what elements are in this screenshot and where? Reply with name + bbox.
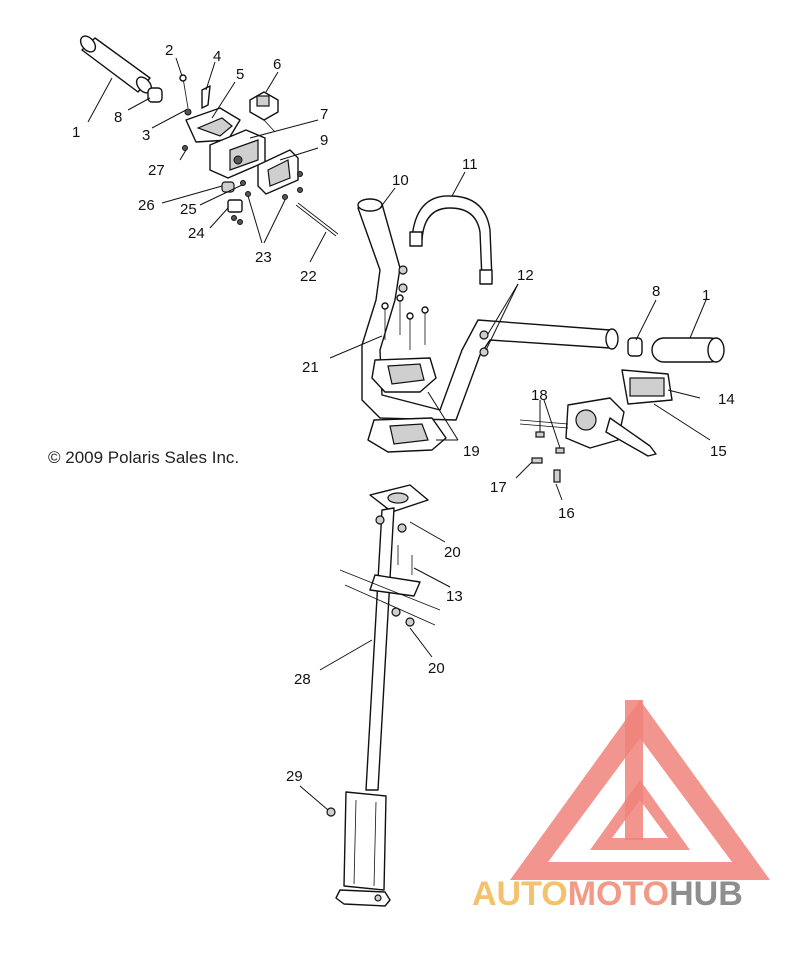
callout-4: 4 (213, 48, 221, 65)
callout-24: 24 (188, 225, 205, 242)
washer-3 (184, 108, 192, 116)
callout-6: 6 (273, 56, 281, 73)
callouts: 1 8 3 2 4 5 6 7 9 27 26 25 24 23 22 10 1… (72, 42, 735, 785)
callout-2: 2 (165, 42, 173, 59)
bolts-13 (397, 545, 413, 575)
right-end-plug (627, 337, 643, 357)
brake-master-cylinder (519, 397, 657, 457)
callout-20-upper: 20 (444, 544, 461, 561)
callout-27: 27 (148, 162, 165, 179)
nuts-20 (375, 515, 415, 627)
callout-16: 16 (558, 505, 575, 522)
right-grip (651, 337, 725, 363)
steering-bracket-lines (339, 569, 441, 626)
brake-reservoir-cover (621, 369, 673, 405)
left-end-plug (147, 87, 163, 103)
bolt-2 (179, 74, 189, 109)
callout-14: 14 (718, 391, 735, 408)
steering-top-plate (369, 484, 429, 513)
callout-8-left: 8 (114, 109, 122, 126)
callout-7: 7 (320, 106, 328, 123)
lower-clamp (367, 417, 447, 453)
crossbar-pad (409, 195, 493, 285)
callout-13: 13 (446, 588, 463, 605)
callout-19: 19 (463, 443, 480, 460)
callout-9: 9 (320, 132, 328, 149)
callout-26: 26 (138, 197, 155, 214)
throttle-cable (295, 204, 337, 237)
upper-clamp (371, 357, 437, 393)
copyright-text: © 2009 Polaris Sales Inc. (48, 448, 239, 467)
callout-25: 25 (180, 201, 197, 218)
watermark-logo: AUTOMOTOHUB (472, 700, 770, 913)
throttle-clamp (185, 107, 241, 143)
callout-20-lower: 20 (428, 660, 445, 677)
callout-21: 21 (302, 359, 319, 376)
callout-8-right: 8 (652, 283, 660, 300)
leader-lines (87, 57, 711, 811)
switch-6 (249, 91, 279, 133)
steering-post (365, 507, 421, 791)
callout-3: 3 (142, 127, 150, 144)
nut-29 (326, 807, 336, 817)
brake-screws (531, 431, 565, 483)
callout-12: 12 (517, 267, 534, 284)
cover-plate (257, 149, 299, 195)
watermark-text-auto: AUTOMOTOHUB (472, 875, 743, 913)
callout-17: 17 (490, 479, 507, 496)
callout-22: 22 (300, 268, 317, 285)
throttle-housing (209, 129, 266, 179)
handlebar (357, 198, 619, 421)
callout-1-left: 1 (72, 124, 80, 141)
left-grip (79, 35, 153, 94)
steering-lower-tube (335, 791, 391, 907)
callout-23: 23 (255, 249, 272, 266)
callout-29: 29 (286, 768, 303, 785)
callout-1-right: 1 (702, 287, 710, 304)
small-screws (182, 145, 303, 225)
clamp-bolts (381, 294, 429, 350)
callout-15: 15 (710, 443, 727, 460)
callout-28: 28 (294, 671, 311, 688)
callout-18: 18 (531, 387, 548, 404)
callout-10: 10 (392, 172, 409, 189)
callout-5: 5 (236, 66, 244, 83)
callout-11: 11 (462, 156, 478, 173)
